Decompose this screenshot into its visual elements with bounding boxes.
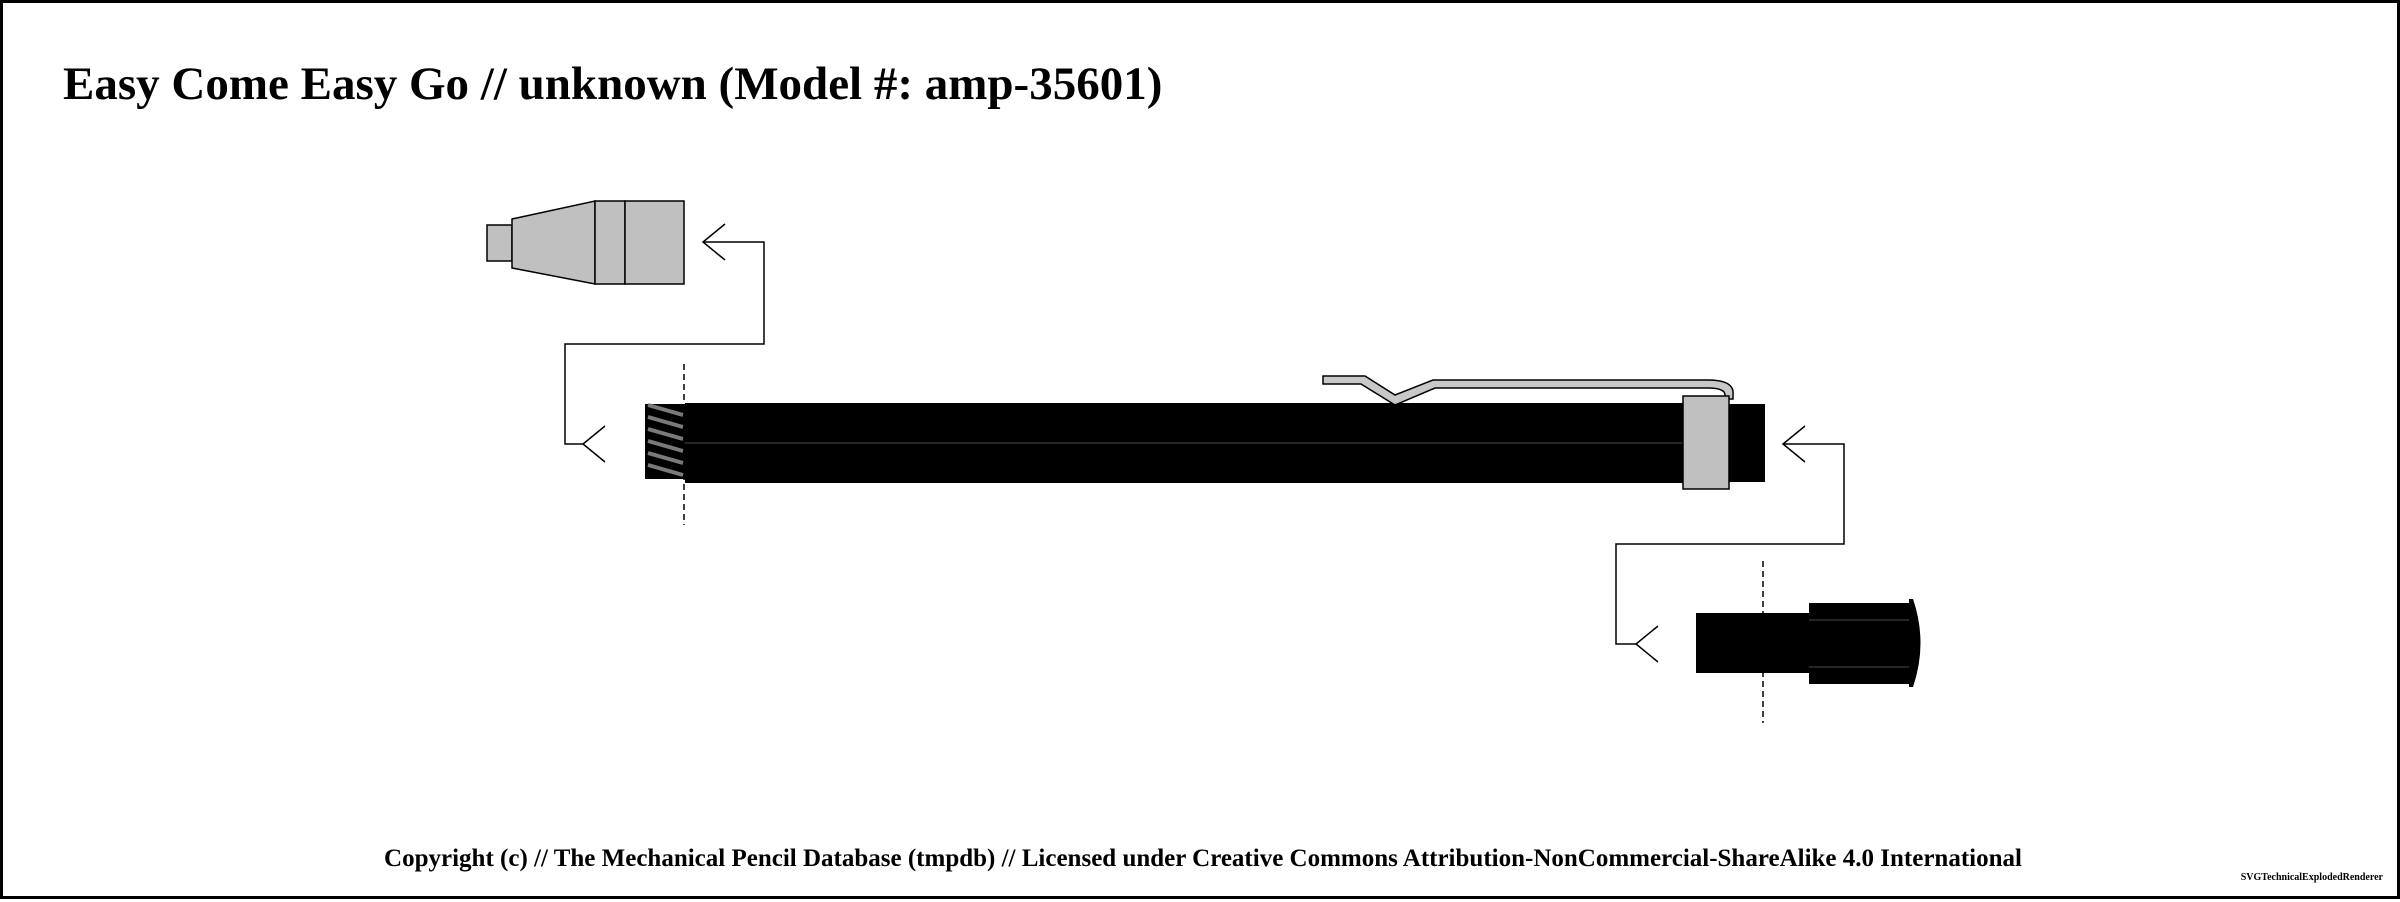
tip-cone-part	[486, 200, 685, 285]
arrowhead-endcap	[1634, 625, 1659, 663]
copyright-notice: Copyright (c) // The Mechanical Pencil D…	[384, 845, 2022, 872]
renderer-label: SVGTechnicalExplodedRenderer	[2240, 872, 2383, 883]
page-title: Easy Come Easy Go // unknown (Model #: a…	[63, 58, 1163, 110]
end-cap-insert	[1696, 613, 1809, 673]
tip-collar	[594, 200, 626, 285]
barrel-part	[685, 403, 1765, 483]
end-cap-body	[1809, 599, 1921, 687]
tip-sleeve	[486, 224, 513, 262]
exploded-diagram	[486, 200, 1921, 723]
tip-base	[624, 200, 685, 285]
arrowhead-barrel-front	[581, 425, 606, 463]
tip-cone-taper	[511, 200, 596, 285]
clip-part	[1322, 375, 1734, 406]
arrowhead-tip	[701, 223, 726, 261]
arrowhead-barrel-rear	[1781, 425, 1806, 463]
tip-assembly-arrow	[564, 223, 765, 463]
front-thread	[645, 403, 685, 479]
end-cap-part	[1696, 599, 1921, 687]
barrel-rear-stub	[1729, 404, 1765, 482]
clip-ring-part	[1682, 395, 1730, 490]
endcap-assembly-arrow	[1615, 425, 1845, 663]
